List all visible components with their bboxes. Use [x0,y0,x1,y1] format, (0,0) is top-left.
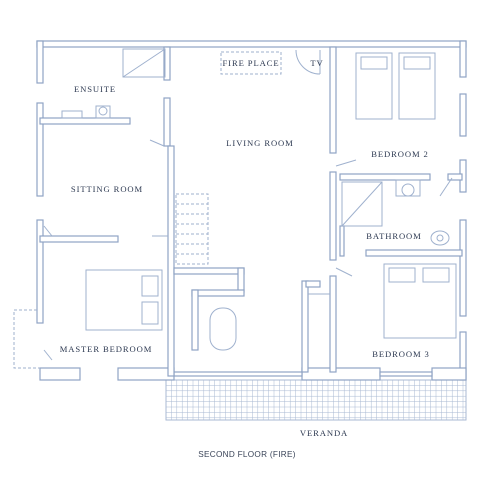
ensuite-toilet [95,105,111,119]
room-labels: ENSUITE FIRE PLACE TV LIVING ROOM BEDROO… [60,58,430,438]
label-master-bedroom: MASTER BEDROOM [60,344,153,354]
walls [36,40,467,381]
label-tv: TV [310,58,323,68]
label-veranda: VERANDA [300,428,348,438]
label-fireplace: FIRE PLACE [223,58,280,68]
label-bathroom: BATHROOM [366,231,421,241]
master-bed [85,269,163,331]
bedroom3-bed [383,263,457,339]
veranda-frame [165,379,467,421]
living-tub [209,307,237,351]
master-annex [13,309,40,369]
label-bedroom-2: BEDROOM 2 [371,149,429,159]
bathroom-shower [341,181,383,227]
floor-caption: SECOND FLOOR (FIRE) [198,450,296,459]
bedroom2-bed-right [398,52,436,120]
staircase [175,193,209,265]
bedroom2-bed-left [355,52,393,120]
label-bedroom-3: BEDROOM 3 [372,349,430,359]
veranda-deck [165,379,467,421]
ensuite-shower [122,48,166,78]
ensuite-basin [61,110,83,119]
bathroom-toilet [401,183,415,197]
fireplace-box [220,51,282,75]
label-ensuite: ENSUITE [74,84,116,94]
fixtures [13,48,457,369]
bathroom-basin [430,230,450,246]
label-living-room: LIVING ROOM [226,138,293,148]
label-sitting-room: SITTING ROOM [71,184,143,194]
